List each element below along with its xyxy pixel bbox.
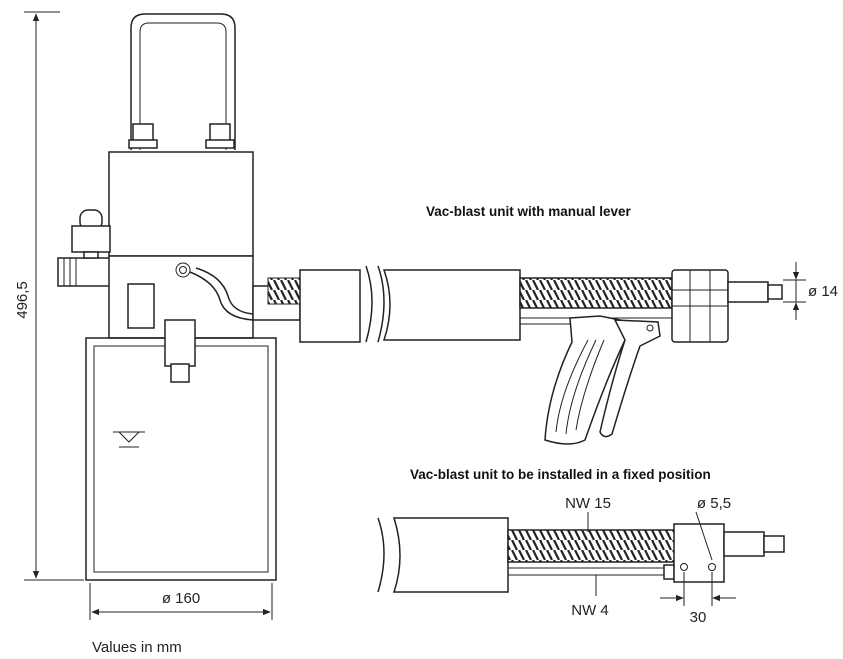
carry-handle [128,13,236,150]
hose-nw15-label: NW 15 [565,495,611,512]
manual-lever-unit [365,265,783,445]
base-diameter-dimension [89,583,273,620]
height-dimension [24,11,84,581]
base-diameter-label: ø 160 [162,590,200,607]
spacing-label: 30 [690,609,707,626]
hole-spacing-dimension [660,572,736,606]
fixed-position-unit [377,517,785,593]
nozzle-diameter-dimension [783,262,806,320]
manual-lever-title: Vac-blast unit with manual lever [426,204,632,219]
nozzle-diameter-label: ø 14 [808,283,838,300]
hose-nw4-label: NW 4 [571,602,609,619]
units-note: Values in mm [92,639,182,656]
container-unit [57,13,361,581]
fixed-position-title: Vac-blast unit to be installed in a fixe… [410,467,711,482]
upper-housing [108,151,254,257]
hole-leader [695,511,713,561]
height-label: 496,5 [14,281,31,319]
hole-diameter-label: ø 5,5 [697,495,731,512]
air-valve [57,209,111,287]
tank [85,319,277,581]
